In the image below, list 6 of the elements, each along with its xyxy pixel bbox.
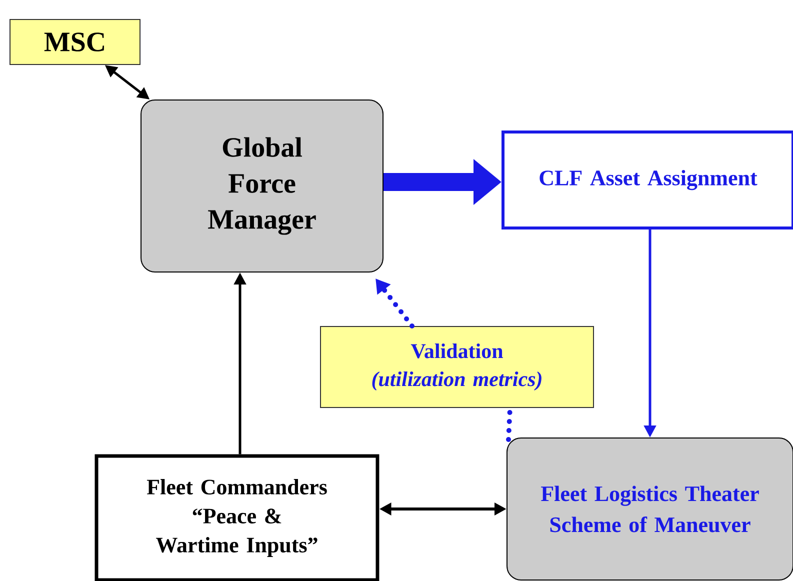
process-box: Fleet Logistics Theater Scheme of Maneuver <box>506 438 793 580</box>
note-box: Validation (utilization metrics) <box>320 326 594 408</box>
process-box: CLF Asset Assignment <box>502 130 793 230</box>
note-box: MSC <box>10 19 140 65</box>
process-box: Global Force Manager <box>140 100 384 272</box>
process-box: Fleet Commanders “Peace & Wartime Inputs” <box>94 454 380 581</box>
